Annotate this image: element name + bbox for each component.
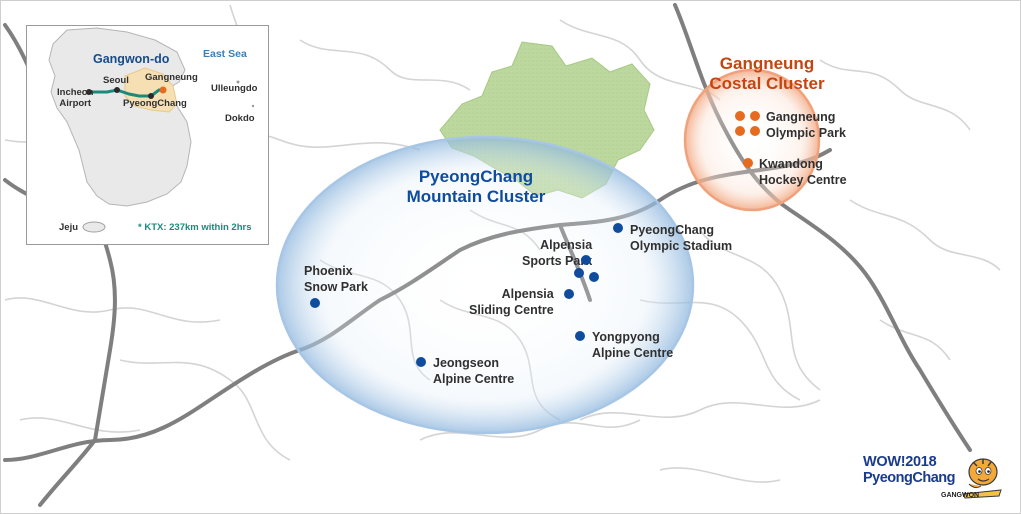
venue-label-line: Snow Park [304, 280, 368, 294]
venue-label-gangneung-park: Gangneung Olympic Park [766, 109, 846, 141]
venue-label-line: Phoenix [304, 264, 353, 278]
coastal-cluster-title: Gangneung Costal Cluster [702, 54, 832, 94]
inset-pyeongchang-label: PyeongChang [123, 98, 187, 109]
logo-line2: PyeongChang [863, 470, 955, 486]
inset-region-title: Gangwon-do [93, 52, 170, 66]
coastal-cluster-line1: Gangneung [719, 54, 815, 73]
venue-label-line: Kwandong [759, 157, 823, 171]
venue-label-sports-park: Alpensia Sports Park [522, 237, 592, 269]
venue-marker-sports-park-2[interactable] [574, 268, 584, 278]
tiger-mascot-icon [962, 458, 1002, 499]
inset-sea-label: East Sea [203, 48, 247, 60]
venue-label-kwandong: Kwandong Hockey Centre [759, 156, 847, 188]
venue-label-jeongseon: Jeongseon Alpine Centre [433, 355, 514, 387]
venue-marker-gangneung-4[interactable] [750, 126, 760, 136]
ktx-route-line [87, 88, 165, 98]
inset-seoul-label: Seoul [103, 75, 129, 86]
mountain-cluster-line1: PyeongChang [418, 167, 534, 186]
coastal-cluster-line2: Costal Cluster [709, 74, 825, 93]
inset-jeju-label: Jeju [59, 222, 79, 233]
venue-marker-phoenix[interactable] [310, 298, 320, 308]
venue-label-line: Gangneung [766, 110, 836, 124]
venue-label-olympic-stadium: PyeongChang Olympic Stadium [630, 222, 732, 254]
venue-marker-jeongseon[interactable] [416, 357, 426, 367]
venue-marker-gangneung-3[interactable] [735, 126, 745, 136]
inset-dokdo-label: Dokdo [225, 113, 255, 124]
venue-label-line: Olympic Stadium [630, 239, 733, 253]
venue-label-yongpyong: Yongpyong Alpine Centre [592, 329, 673, 361]
inset-map: Gangwon-do East Sea Seoul Gangneung Inch… [26, 25, 269, 245]
venue-label-line: Alpine Centre [433, 372, 515, 386]
gangneung-marker [159, 86, 167, 94]
inset-map-shapes [48, 27, 255, 233]
venue-marker-olympic-stadium[interactable] [613, 223, 623, 233]
venue-label-line: Olympic Park [766, 126, 846, 140]
venue-marker-sliding[interactable] [564, 289, 574, 299]
venue-marker-yongpyong[interactable] [575, 331, 585, 341]
incheon-marker [86, 89, 92, 95]
wow-2018-logo: WOW!2018 PyeongChang GANGWON [859, 450, 1007, 502]
venue-marker-sports-park-3[interactable] [589, 272, 599, 282]
venue-label-phoenix: Phoenix Snow Park [304, 263, 368, 295]
logo-line1: WOW!2018 [863, 454, 937, 470]
logo-sub: GANGWON [941, 492, 980, 499]
mountain-cluster-title: PyeongChang Mountain Cluster [396, 167, 556, 207]
pyeongchang-marker [148, 93, 154, 99]
venue-label-line: Alpensia [540, 238, 593, 252]
venue-label-line: Alpensia [501, 287, 554, 301]
coastal-cluster-circle [683, 68, 821, 212]
seoul-marker [114, 87, 120, 93]
mountain-cluster-ellipse [275, 135, 695, 435]
venue-label-line: Yongpyong [592, 330, 660, 344]
inset-incheon-line1: Incheon [57, 87, 94, 98]
venue-marker-kwandong[interactable] [743, 158, 753, 168]
venue-label-line: PyeongChang [630, 223, 715, 237]
gangwon-region-shape [124, 67, 178, 113]
venue-label-sliding: Alpensia Sliding Centre [469, 286, 554, 318]
venue-marker-sports-park-1[interactable] [581, 255, 591, 265]
venue-marker-gangneung-1[interactable] [735, 111, 745, 121]
inset-incheon-line2: Airport [59, 98, 92, 109]
venue-label-line: Sliding Centre [469, 303, 554, 317]
inset-ulleungdo-label: Ulleungdo [211, 83, 258, 94]
mountain-cluster-line2: Mountain Cluster [406, 187, 546, 206]
jeju-island-shape [82, 221, 106, 233]
venue-label-line: Alpine Centre [592, 346, 674, 360]
inset-gangneung-label: Gangneung [145, 72, 198, 83]
venue-label-line: Jeongseon [433, 356, 499, 370]
ulleungdo-dot [236, 80, 240, 84]
venue-label-line: Sports Park [522, 254, 593, 268]
inset-incheon-label: Incheon Airport [57, 87, 93, 109]
inset-ktx-note: * KTX: 237km within 2hrs [138, 222, 252, 233]
dokdo-dot [251, 104, 255, 108]
venue-label-line: Hockey Centre [759, 173, 847, 187]
venue-marker-gangneung-2[interactable] [750, 111, 760, 121]
